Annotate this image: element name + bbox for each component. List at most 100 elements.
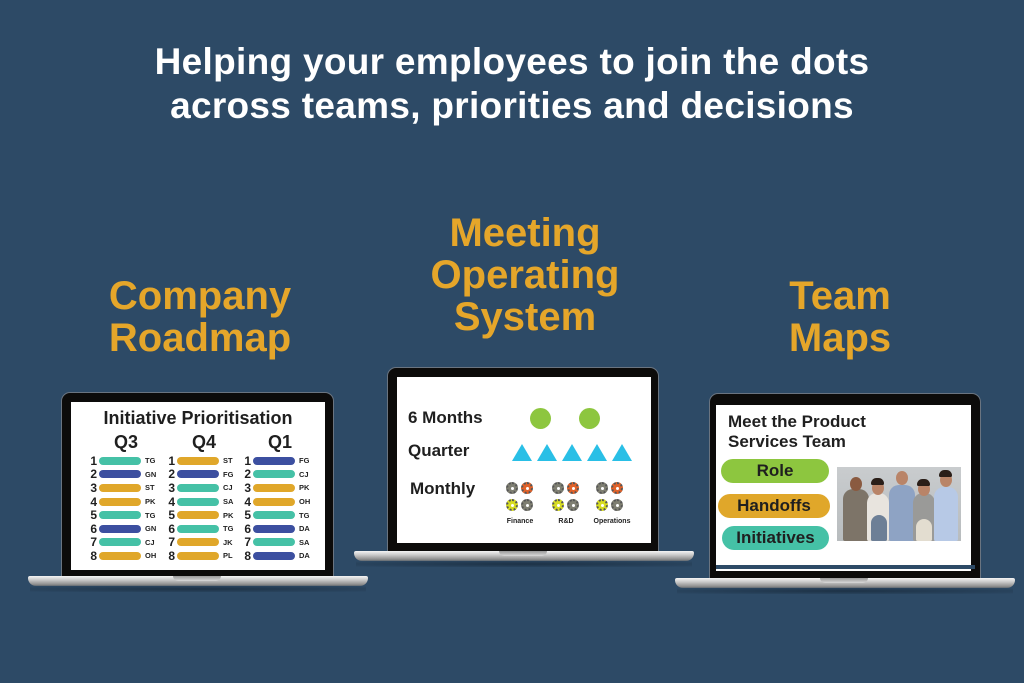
headline: Helping your employees to join the dots … (0, 40, 1024, 128)
owner-code: DA (299, 551, 310, 561)
initiative-row: 4 PK (87, 495, 165, 509)
initiative-bar (253, 551, 295, 560)
person-figure (843, 489, 869, 541)
owner-code: TG (299, 510, 310, 520)
gear-icon (552, 499, 564, 511)
initiative-row: 6 TG (165, 522, 243, 536)
initiative-bar (253, 524, 295, 533)
rank-number: 4 (244, 494, 251, 509)
rank-number: 4 (90, 494, 97, 509)
rank-number: 2 (244, 467, 251, 482)
headline-line-1: Helping your employees to join the dots (154, 41, 870, 82)
roadmap-title: Initiative Prioritisation (103, 408, 293, 428)
rank-number: 6 (168, 521, 175, 536)
pill-role: Role (721, 459, 829, 483)
rank-number: 3 (244, 480, 251, 495)
owner-code: OH (145, 551, 157, 561)
initiative-bar (177, 497, 219, 506)
rank-number: 5 (90, 508, 97, 523)
rank-number: 8 (90, 548, 97, 563)
initiative-row: 4 OH (241, 495, 319, 509)
rank-number: 1 (168, 453, 175, 468)
initiative-bar (177, 511, 219, 520)
rank-number: 2 (90, 467, 97, 482)
owner-code: PL (223, 551, 233, 561)
owner-code: GN (145, 469, 157, 479)
team-photo (837, 467, 961, 541)
pill-handoffs: Handoffs (718, 494, 830, 518)
gear-icon (506, 482, 518, 494)
rank-number: 8 (168, 548, 175, 563)
owner-code: TG (223, 524, 234, 534)
gear-icon (596, 499, 608, 511)
rank-number: 5 (244, 508, 251, 523)
rank-number: 3 (90, 480, 97, 495)
quarter-triangle-icon (537, 444, 557, 461)
team-map-title-line: Services Team (728, 432, 846, 451)
rank-number: 7 (244, 535, 251, 550)
section-title-line: Maps (788, 316, 892, 360)
initiative-bar (99, 511, 141, 520)
six-months-label: 6 Months (408, 408, 483, 427)
six-month-circle-icon (579, 408, 600, 429)
owner-code: JK (223, 537, 233, 547)
pill-initiatives: Initiatives (722, 526, 829, 550)
initiative-bar (177, 538, 219, 547)
owner-code: PK (145, 497, 156, 507)
initiative-bar (253, 456, 295, 465)
laptop-base (354, 551, 694, 561)
initiative-bar (99, 483, 141, 492)
team-label: Operations (593, 518, 631, 525)
rank-number: 2 (168, 467, 175, 482)
laptop-notch (499, 551, 547, 556)
laptop-shadow (677, 588, 1013, 594)
initiative-row: 2 GN (87, 467, 165, 482)
section-title-line: Meeting (449, 211, 601, 255)
screen-edge (716, 565, 975, 569)
owner-code: PK (223, 510, 234, 520)
initiative-bar (99, 456, 141, 465)
section-title-meeting-operating-system: Meeting Operating System (400, 212, 650, 338)
owner-code: CJ (299, 469, 309, 479)
section-title-line: Operating (430, 253, 620, 297)
gear-icon (521, 482, 533, 494)
section-title-team-maps: Team Maps (740, 275, 940, 359)
quarter-triangle-icon (612, 444, 632, 461)
person-hair (871, 478, 884, 485)
owner-code: OH (299, 497, 311, 507)
person-figure (934, 487, 958, 541)
initiative-row: 8 PL (165, 549, 243, 563)
gear-icon (567, 499, 579, 511)
quarter-triangle-icon (562, 444, 582, 461)
laptop-notch (173, 576, 221, 581)
quarter-heading: Q3 (113, 432, 138, 452)
laptop-notch (820, 578, 868, 583)
person-head (896, 471, 908, 485)
initiative-bar (99, 538, 141, 547)
initiative-bar (253, 483, 295, 492)
quarter-heading: Q1 (267, 432, 292, 452)
initiative-bar (177, 483, 219, 492)
owner-code: FG (223, 469, 234, 479)
initiative-bar (99, 524, 141, 533)
owner-code: SA (299, 537, 310, 547)
laptop-shadow (356, 561, 692, 567)
initiative-row: 3 PK (241, 481, 319, 495)
owner-code: DA (299, 524, 310, 534)
gear-icon (506, 499, 518, 511)
rank-number: 3 (168, 480, 175, 495)
laptop-base (28, 576, 368, 586)
monthly-label: Monthly (410, 479, 476, 498)
owner-code: PK (299, 483, 310, 493)
initiative-row: 2 CJ (241, 467, 319, 482)
laptop-shadow (30, 586, 366, 592)
gear-icon (521, 499, 533, 511)
initiative-bar (99, 470, 141, 479)
